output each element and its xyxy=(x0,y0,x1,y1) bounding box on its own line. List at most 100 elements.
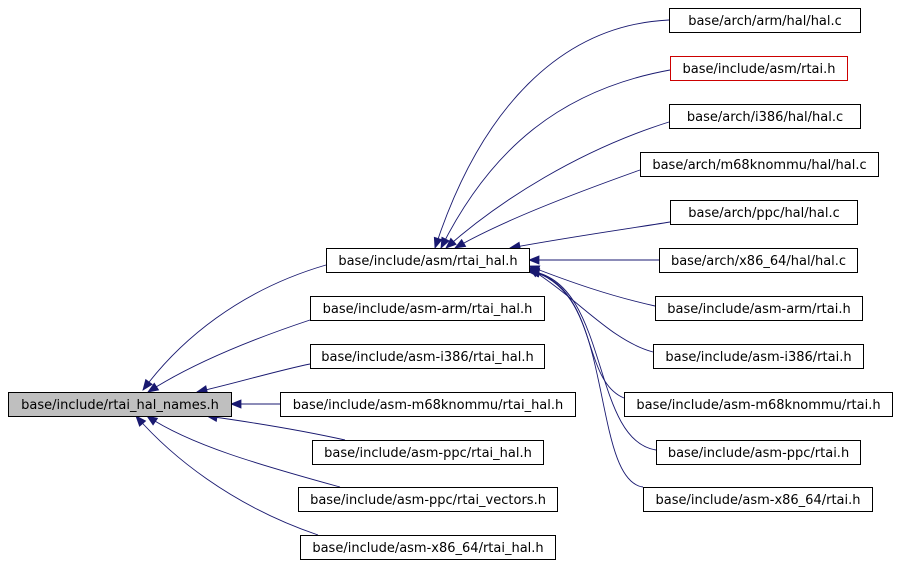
node-box xyxy=(670,200,858,225)
edge-line xyxy=(509,221,671,249)
node-x86_64_hal_c[interactable]: base/arch/x86_64/hal/hal.c xyxy=(659,248,858,273)
arrowhead-icon xyxy=(454,238,467,249)
node-label: base/include/asm/rtai_hal.h xyxy=(338,254,517,269)
edge-line xyxy=(142,264,327,391)
arrowhead-icon xyxy=(527,255,540,265)
edge-line xyxy=(528,270,657,451)
node-box xyxy=(312,440,544,465)
arrowhead-icon xyxy=(527,268,540,278)
node-asm_rtai_h[interactable]: base/include/asm/rtai.h xyxy=(670,56,848,81)
arrowhead-icon xyxy=(445,237,457,249)
node-asm_x86_64_rtai_h[interactable]: base/include/asm-x86_64/rtai.h xyxy=(643,487,873,512)
edge-line xyxy=(147,319,311,393)
edge-line xyxy=(445,121,670,249)
node-box xyxy=(643,487,873,512)
node-rtai_hal_names[interactable]: base/include/rtai_hal_names.h xyxy=(8,392,232,417)
edge-i386_hal_c-to-asm_rtai_hal xyxy=(445,121,670,249)
edge-line xyxy=(454,169,641,249)
node-arm_hal_c[interactable]: base/arch/arm/hal/hal.c xyxy=(669,8,861,33)
node-label: base/arch/i386/hal/hal.c xyxy=(687,110,843,125)
node-asm_arm_rtai_h[interactable]: base/include/asm-arm/rtai.h xyxy=(655,296,863,321)
node-i386_hal_c[interactable]: base/arch/i386/hal/hal.c xyxy=(669,104,861,129)
node-label: base/include/asm-m68knommu/rtai.h xyxy=(636,398,880,413)
node-label: base/include/asm-ppc/rtai_vectors.h xyxy=(310,493,546,508)
node-box xyxy=(659,248,858,273)
arrowhead-icon xyxy=(142,378,153,391)
node-label: base/include/asm-x86_64/rtai.h xyxy=(656,493,861,508)
nodes-layer: base/include/rtai_hal_names.h base/includ… xyxy=(8,8,893,560)
node-label: base/include/asm-arm/rtai_hal.h xyxy=(323,302,533,317)
node-label: base/include/asm/rtai.h xyxy=(682,62,835,77)
node-box xyxy=(670,56,848,81)
edge-line xyxy=(146,415,341,488)
edge-asm_rtai_h-to-asm_rtai_hal xyxy=(440,69,671,249)
node-box xyxy=(653,344,864,369)
edge-asm_ppc_rtai_vectors-to-rtai_hal_names xyxy=(146,415,341,488)
edge-line xyxy=(528,271,644,488)
node-m68k_hal_c[interactable]: base/arch/m68knommu/hal/hal.c xyxy=(640,152,879,177)
edge-asm_m68k_rtai_h-to-asm_rtai_hal xyxy=(527,268,625,399)
node-asm_ppc_rtai_hal[interactable]: base/include/asm-ppc/rtai_hal.h xyxy=(312,440,544,465)
node-label: base/arch/x86_64/hal/hal.c xyxy=(671,254,846,269)
node-box xyxy=(280,392,576,417)
node-asm_m68k_rtai_hal[interactable]: base/include/asm-m68knommu/rtai_hal.h xyxy=(280,392,576,417)
node-box xyxy=(655,296,863,321)
node-box xyxy=(8,392,232,417)
arrowhead-icon xyxy=(440,236,450,249)
arrowhead-icon xyxy=(433,236,443,250)
edge-asm_arm_rtai_h-to-asm_rtai_hal xyxy=(527,265,656,307)
node-box xyxy=(669,8,861,33)
arrowhead-icon xyxy=(147,382,160,393)
node-asm_arm_rtai_hal[interactable]: base/include/asm-arm/rtai_hal.h xyxy=(310,296,545,321)
node-label: base/include/asm-x86_64/rtai_hal.h xyxy=(312,541,543,556)
edge-line xyxy=(135,415,319,536)
edge-m68k_hal_c-to-asm_rtai_hal xyxy=(454,169,641,249)
node-box xyxy=(640,152,879,177)
node-ppc_hal_c[interactable]: base/arch/ppc/hal/hal.c xyxy=(670,200,858,225)
node-asm_ppc_rtai_vectors[interactable]: base/include/asm-ppc/rtai_vectors.h xyxy=(298,487,558,512)
node-asm_ppc_rtai_h[interactable]: base/include/asm-ppc/rtai.h xyxy=(656,440,861,465)
edge-asm_x86_64_rtai_hal-to-rtai_hal_names xyxy=(135,415,319,536)
node-asm_rtai_hal[interactable]: base/include/asm/rtai_hal.h xyxy=(326,248,530,273)
edge-arm_hal_c-to-asm_rtai_hal xyxy=(433,19,670,250)
node-box xyxy=(300,535,556,560)
node-box xyxy=(669,104,861,129)
node-box xyxy=(624,392,893,417)
edge-asm_x86_64_rtai_h-to-asm_rtai_hal xyxy=(527,268,644,488)
arrowhead-icon xyxy=(229,399,242,409)
edge-asm_ppc_rtai_hal-to-rtai_hal_names xyxy=(205,412,346,441)
node-label: base/arch/m68knommu/hal/hal.c xyxy=(652,158,866,173)
node-label: base/include/rtai_hal_names.h xyxy=(21,398,219,413)
arrowhead-icon xyxy=(135,415,147,427)
node-label: base/arch/arm/hal/hal.c xyxy=(688,14,842,29)
node-label: base/include/asm-ppc/rtai.h xyxy=(668,446,849,461)
edge-line xyxy=(440,69,671,249)
edge-line xyxy=(206,415,346,441)
edge-asm_ppc_rtai_h-to-asm_rtai_hal xyxy=(527,267,657,451)
edge-line xyxy=(528,267,654,353)
node-box xyxy=(310,344,545,369)
node-asm_i386_rtai_hal[interactable]: base/include/asm-i386/rtai_hal.h xyxy=(310,344,545,369)
node-box xyxy=(298,487,558,512)
node-label: base/include/asm-i386/rtai_hal.h xyxy=(321,350,533,365)
node-asm_x86_64_rtai_hal[interactable]: base/include/asm-x86_64/rtai_hal.h xyxy=(300,535,556,560)
node-label: base/arch/ppc/hal/hal.c xyxy=(688,206,840,221)
edge-x86_64_hal_c-to-asm_rtai_hal xyxy=(527,255,659,265)
edge-asm_arm_rtai_hal-to-rtai_hal_names xyxy=(147,319,311,393)
edge-line xyxy=(528,265,656,307)
edge-ppc_hal_c-to-asm_rtai_hal xyxy=(508,221,671,251)
node-asm_m68k_rtai_h[interactable]: base/include/asm-m68knommu/rtai.h xyxy=(624,392,893,417)
edge-line xyxy=(528,269,625,399)
edge-asm_m68k_rtai_hal-to-rtai_hal_names xyxy=(229,399,281,409)
node-label: base/include/asm-ppc/rtai_hal.h xyxy=(324,446,532,461)
edges-layer xyxy=(135,19,671,536)
arrowhead-icon xyxy=(146,415,159,426)
node-label: base/include/asm-arm/rtai.h xyxy=(667,302,850,317)
node-asm_i386_rtai_h[interactable]: base/include/asm-i386/rtai.h xyxy=(653,344,864,369)
node-box xyxy=(326,248,530,273)
edge-line xyxy=(196,363,311,393)
node-box xyxy=(656,440,861,465)
edge-asm_i386_rtai_hal-to-rtai_hal_names xyxy=(195,363,311,395)
node-label: base/include/asm-m68knommu/rtai_hal.h xyxy=(293,398,564,413)
